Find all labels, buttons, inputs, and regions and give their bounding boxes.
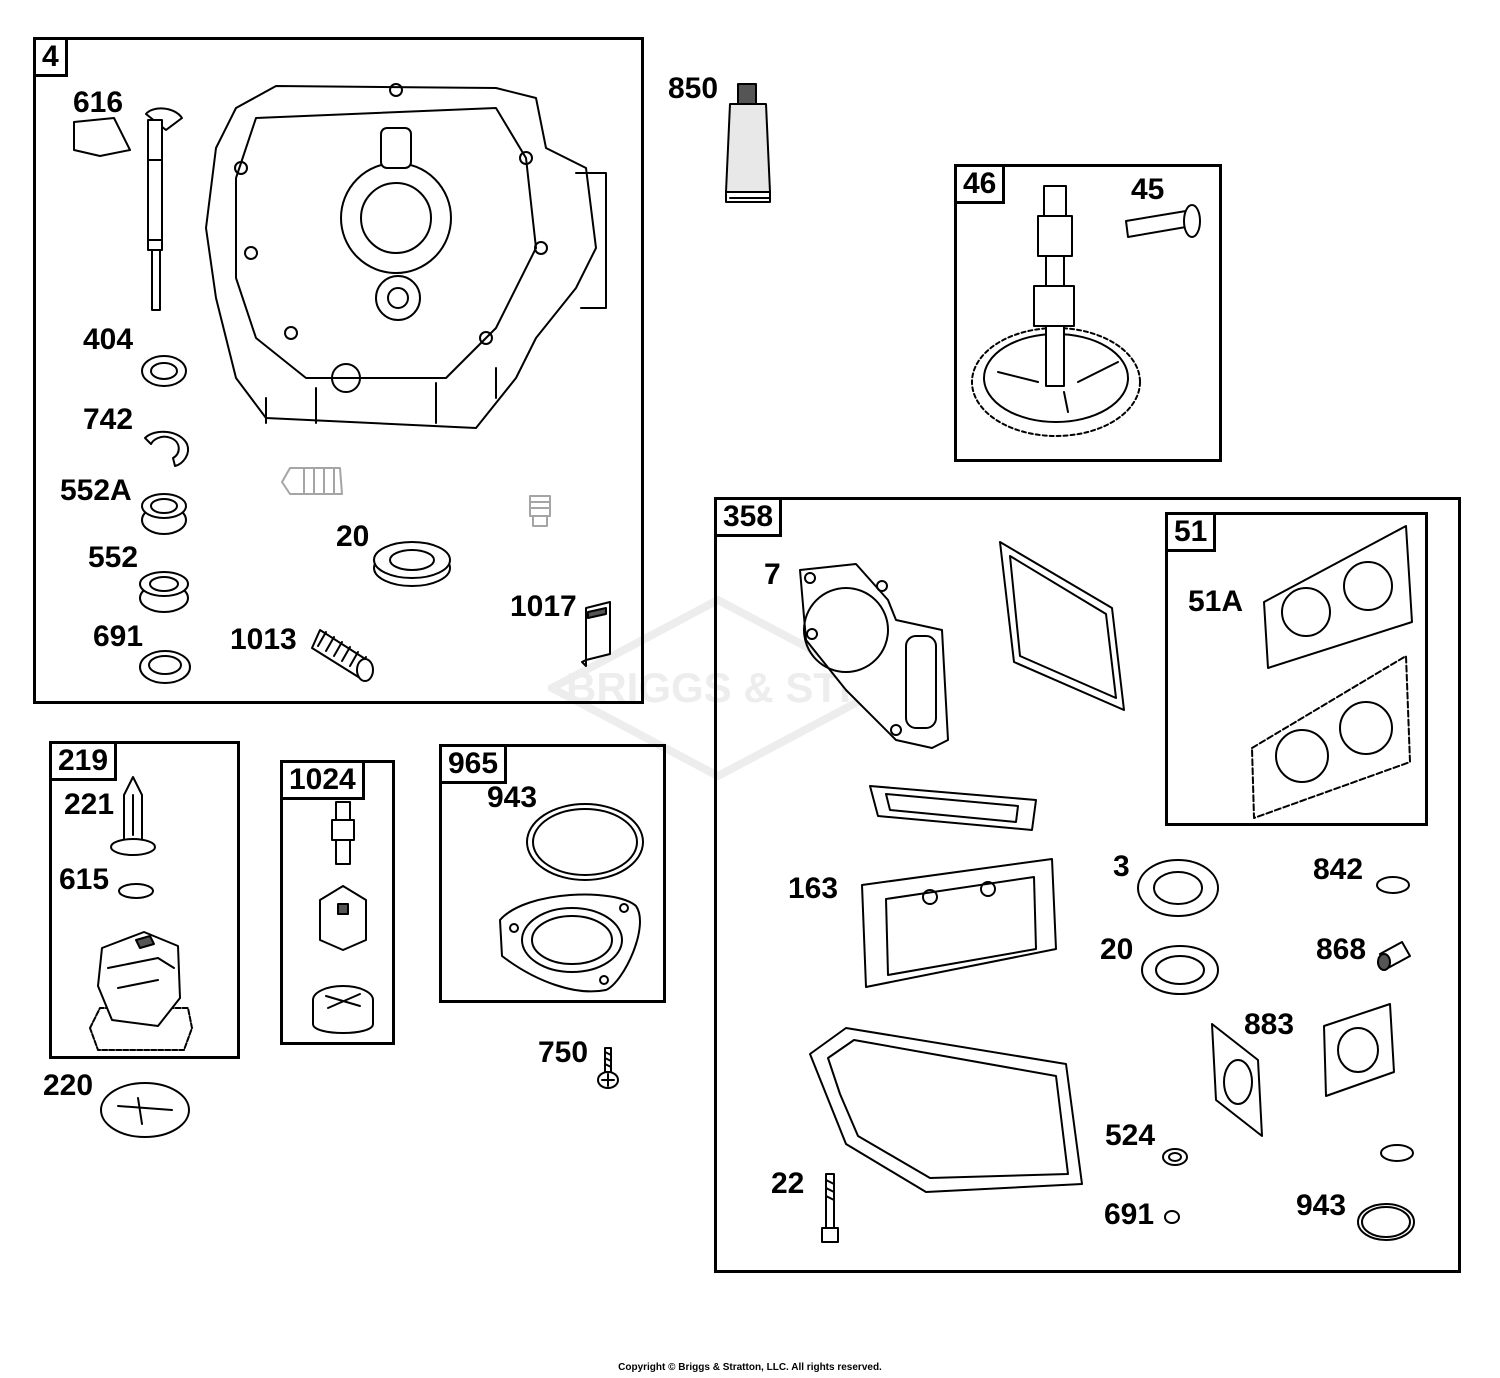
seal-691-icon[interactable] bbox=[138, 645, 192, 685]
box-crankcase-group: 4 bbox=[33, 37, 644, 704]
e-ring-742-icon[interactable] bbox=[135, 428, 193, 468]
part-label-883: 883 bbox=[1244, 1008, 1295, 1041]
pin-221-icon[interactable] bbox=[108, 775, 158, 859]
seal-3-icon[interactable] bbox=[1136, 858, 1220, 918]
box-number-219: 219 bbox=[52, 744, 118, 781]
part-label-404: 404 bbox=[83, 323, 134, 356]
box-governor-gear-group: 219 bbox=[49, 741, 240, 1059]
bracket-1017-icon[interactable] bbox=[578, 600, 614, 672]
box-oil-pump-group: 1024 bbox=[280, 760, 395, 1045]
sealant-tube-850-icon[interactable] bbox=[722, 80, 774, 206]
seal-plate-icon[interactable] bbox=[496, 886, 646, 996]
part-label-220: 220 bbox=[43, 1069, 94, 1102]
part-label-221: 221 bbox=[64, 788, 115, 821]
bushing-552a-icon[interactable] bbox=[140, 492, 188, 536]
part-label-742: 742 bbox=[83, 403, 134, 436]
part-label-20: 20 bbox=[336, 520, 370, 553]
part-label-842: 842 bbox=[1313, 853, 1364, 886]
box-number-965: 965 bbox=[442, 747, 508, 784]
part-label-51A: 51A bbox=[1188, 585, 1244, 618]
intake-gasket-icon[interactable] bbox=[866, 778, 1042, 834]
part-label-552: 552 bbox=[88, 541, 139, 574]
gasket-51a-top[interactable] bbox=[1256, 522, 1416, 672]
part-label-524: 524 bbox=[1105, 1119, 1156, 1152]
gasket-51a-bottom[interactable] bbox=[1244, 652, 1414, 822]
box-number-358: 358 bbox=[717, 500, 783, 537]
bolt-22-icon[interactable] bbox=[818, 1170, 842, 1246]
governor-gear-illustration[interactable] bbox=[88, 928, 194, 1056]
crankcase-gasket-icon[interactable] bbox=[806, 1024, 1086, 1196]
oil-pump-parts-illustration[interactable] bbox=[310, 800, 376, 1036]
seal-20-icon[interactable] bbox=[372, 538, 452, 588]
oring-943a-icon[interactable] bbox=[524, 800, 646, 884]
gasket-163[interactable] bbox=[858, 855, 1060, 991]
part-label-615: 615 bbox=[59, 863, 110, 896]
part-label-22: 22 bbox=[771, 1167, 805, 1200]
plug-ghost-small-icon bbox=[529, 495, 551, 527]
part-label-850: 850 bbox=[668, 72, 719, 105]
sleeve-868-icon[interactable] bbox=[1374, 938, 1414, 974]
seal-20b-icon[interactable] bbox=[1140, 940, 1220, 996]
head-gasket-7[interactable] bbox=[796, 560, 952, 750]
part-label-691: 691 bbox=[93, 620, 144, 653]
valve-cover-gasket-icon[interactable] bbox=[996, 538, 1126, 716]
screw-750-icon[interactable] bbox=[596, 1044, 620, 1092]
plug-691b-icon[interactable] bbox=[1162, 1208, 1182, 1226]
box-number-51: 51 bbox=[1168, 515, 1217, 552]
part-label-7: 7 bbox=[764, 558, 781, 591]
part-label-20b: 20 bbox=[1100, 933, 1134, 966]
oring-943b-icon[interactable] bbox=[1354, 1200, 1418, 1244]
plug-ghost-icon bbox=[281, 467, 343, 495]
part-label-943b: 943 bbox=[1296, 1189, 1347, 1222]
bushing-552-icon[interactable] bbox=[138, 570, 190, 614]
part-label-45: 45 bbox=[1131, 173, 1165, 206]
washer-220-icon[interactable] bbox=[98, 1080, 192, 1140]
part-label-3: 3 bbox=[1113, 850, 1130, 883]
part-label-750: 750 bbox=[538, 1036, 589, 1069]
part-label-691b: 691 bbox=[1104, 1198, 1155, 1231]
part-label-163: 163 bbox=[788, 872, 839, 905]
ring-842-icon[interactable] bbox=[1374, 874, 1412, 896]
part-label-552A: 552A bbox=[60, 474, 132, 507]
box-oil-seal-group: 965 bbox=[439, 744, 666, 1003]
governor-shaft-616[interactable] bbox=[70, 100, 200, 320]
washer-404-icon[interactable] bbox=[140, 354, 188, 388]
camshaft-gear-illustration[interactable] bbox=[968, 182, 1148, 446]
box-number-46: 46 bbox=[957, 167, 1006, 204]
box-exhaust-gasket-group: 51 bbox=[1165, 512, 1428, 826]
box-number-4: 4 bbox=[36, 40, 68, 77]
ring-small-icon[interactable] bbox=[1378, 1142, 1416, 1164]
part-label-1013: 1013 bbox=[230, 623, 297, 656]
gasket-883-right[interactable] bbox=[1318, 1000, 1398, 1100]
part-label-616: 616 bbox=[73, 86, 124, 119]
part-label-943a: 943 bbox=[487, 781, 538, 814]
box-camshaft-group: 46 bbox=[954, 164, 1222, 462]
washer-524-icon[interactable] bbox=[1160, 1146, 1190, 1168]
crankcase-illustration[interactable] bbox=[196, 78, 616, 438]
ring-615-icon[interactable] bbox=[116, 880, 156, 902]
filter-1013-icon[interactable] bbox=[308, 620, 380, 682]
copyright-notice: Copyright © Briggs & Stratton, LLC. All … bbox=[618, 1362, 882, 1373]
part-label-1017: 1017 bbox=[510, 590, 577, 623]
part-label-868: 868 bbox=[1316, 933, 1367, 966]
pin-45-icon[interactable] bbox=[1120, 204, 1206, 243]
box-gasket-set: 358 bbox=[714, 497, 1461, 1273]
box-number-1024: 1024 bbox=[283, 763, 365, 800]
gasket-883-left[interactable] bbox=[1206, 1020, 1264, 1140]
